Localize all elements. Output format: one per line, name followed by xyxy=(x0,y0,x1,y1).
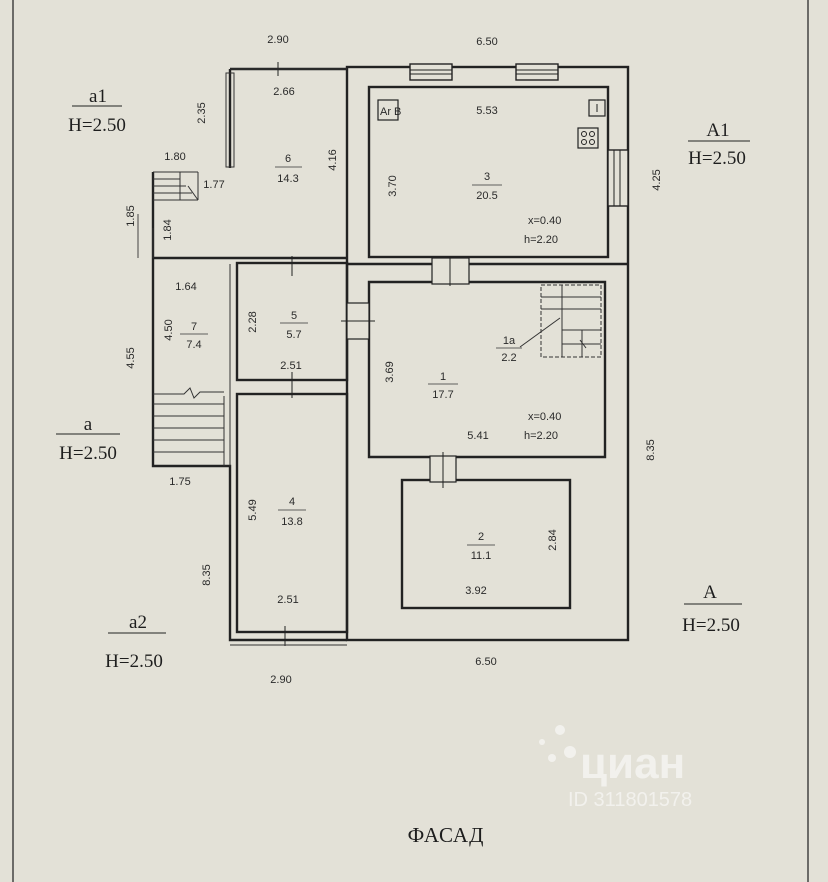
svg-text:5.49: 5.49 xyxy=(247,499,259,520)
svg-text:1.80: 1.80 xyxy=(164,151,185,163)
height-note-x-room3: x=0.40 xyxy=(528,215,561,227)
sheet-title: ФАСАД xyxy=(408,823,485,847)
svg-text:H=2.50: H=2.50 xyxy=(105,651,163,672)
section-marks: a1 H=2.50 A1 H=2.50 a H=2.50 A H=2.50 a2… xyxy=(56,86,750,672)
stairs-1a xyxy=(519,284,602,358)
svg-text:2.51: 2.51 xyxy=(277,594,298,606)
svg-text:4.50: 4.50 xyxy=(163,319,175,340)
svg-text:6.50: 6.50 xyxy=(475,656,496,668)
svg-text:11.1: 11.1 xyxy=(471,550,492,562)
svg-text:8.35: 8.35 xyxy=(201,564,213,585)
watermark-logo-icon xyxy=(539,725,576,762)
section-mark-A1: A1 H=2.50 xyxy=(688,120,750,169)
room-tag-4: 4 13.8 xyxy=(278,496,306,528)
boiler-icon xyxy=(377,99,399,121)
svg-text:1.75: 1.75 xyxy=(169,476,190,488)
svg-text:2.90: 2.90 xyxy=(267,34,288,46)
room-tag-5: 5 5.7 xyxy=(280,310,308,341)
height-note-x-room1: x=0.40 xyxy=(528,411,561,423)
stairs-upper xyxy=(153,172,199,201)
svg-text:2.51: 2.51 xyxy=(280,360,301,372)
svg-text:1.77: 1.77 xyxy=(203,179,224,191)
svg-text:4: 4 xyxy=(289,496,295,508)
svg-text:4.16: 4.16 xyxy=(327,149,339,170)
svg-text:13.8: 13.8 xyxy=(281,516,302,528)
boiler-label: Ar B xyxy=(380,106,401,118)
room-tag-3: 3 20.5 xyxy=(472,171,502,202)
svg-text:3.70: 3.70 xyxy=(387,175,399,196)
svg-text:H=2.50: H=2.50 xyxy=(68,115,126,136)
svg-text:2.35: 2.35 xyxy=(196,102,208,123)
svg-text:H=2.50: H=2.50 xyxy=(682,615,740,636)
dimension-labels: 2.90 6.50 2.66 2.35 5.53 1.80 1.77 4.16 … xyxy=(125,34,663,686)
stairs-entry xyxy=(153,387,225,466)
svg-text:7: 7 xyxy=(191,321,197,333)
svg-text:6: 6 xyxy=(285,153,291,165)
svg-text:2: 2 xyxy=(478,531,484,543)
svg-text:H=2.50: H=2.50 xyxy=(688,148,746,169)
svg-text:a2: a2 xyxy=(129,612,147,633)
svg-text:17.7: 17.7 xyxy=(432,389,453,401)
svg-text:a: a xyxy=(84,414,93,435)
windows xyxy=(277,62,629,646)
svg-text:5.41: 5.41 xyxy=(467,430,488,442)
svg-text:3.69: 3.69 xyxy=(384,361,396,382)
dimension-lines xyxy=(137,68,347,646)
svg-text:1a: 1a xyxy=(503,335,516,347)
fixtures: Ar B xyxy=(377,99,606,149)
svg-text:3.92: 3.92 xyxy=(465,585,486,597)
height-note-h-room3: h=2.20 xyxy=(524,234,558,246)
svg-text:1.85: 1.85 xyxy=(125,205,137,226)
watermark-id: ID 311801578 xyxy=(568,789,692,811)
svg-text:A: A xyxy=(703,582,717,603)
height-notes: x=0.40 h=2.20 x=0.40 h=2.20 xyxy=(524,215,561,442)
watermark-logo-text: циан xyxy=(580,739,685,788)
svg-text:2.2: 2.2 xyxy=(501,352,516,364)
room-tag-6: 6 14.3 xyxy=(275,153,302,185)
section-mark-A: A H=2.50 xyxy=(682,582,742,636)
svg-text:14.3: 14.3 xyxy=(277,173,298,185)
section-mark-a: a H=2.50 xyxy=(56,414,120,464)
height-note-h-room1: h=2.20 xyxy=(524,430,558,442)
svg-text:5: 5 xyxy=(291,310,297,322)
svg-text:5.7: 5.7 xyxy=(286,329,301,341)
sink-icon xyxy=(588,99,606,117)
svg-text:2.90: 2.90 xyxy=(270,674,291,686)
room-tag-1a: 1a 2.2 xyxy=(496,335,522,364)
room-tag-1: 1 17.7 xyxy=(428,371,458,401)
svg-text:5.53: 5.53 xyxy=(476,105,497,117)
room-tag-2: 2 11.1 xyxy=(467,531,495,562)
svg-text:2.66: 2.66 xyxy=(273,86,294,98)
svg-text:8.35: 8.35 xyxy=(645,439,657,460)
svg-text:3: 3 xyxy=(484,171,490,183)
section-mark-a2: a2 H=2.50 xyxy=(105,612,166,672)
svg-text:2.28: 2.28 xyxy=(247,311,259,332)
svg-text:1: 1 xyxy=(440,371,446,383)
svg-text:a1: a1 xyxy=(89,86,107,107)
section-mark-a1: a1 H=2.50 xyxy=(68,86,126,136)
svg-text:2.84: 2.84 xyxy=(547,529,559,550)
svg-text:1.84: 1.84 xyxy=(162,219,174,240)
svg-text:1.64: 1.64 xyxy=(175,281,196,293)
svg-text:20.5: 20.5 xyxy=(476,190,497,202)
svg-text:A1: A1 xyxy=(706,120,729,141)
svg-text:6.50: 6.50 xyxy=(476,36,497,48)
room-tag-7: 7 7.4 xyxy=(180,321,208,351)
svg-text:7.4: 7.4 xyxy=(186,339,201,351)
svg-text:4.55: 4.55 xyxy=(125,347,137,368)
watermark: циан ID 311801578 xyxy=(539,725,692,811)
room-tags: 6 14.3 3 20.5 5 5.7 7 7.4 1a 2.2 1 17.7 xyxy=(180,153,522,562)
stove-icon xyxy=(577,127,599,149)
svg-text:4.25: 4.25 xyxy=(651,169,663,190)
svg-text:H=2.50: H=2.50 xyxy=(59,443,117,464)
